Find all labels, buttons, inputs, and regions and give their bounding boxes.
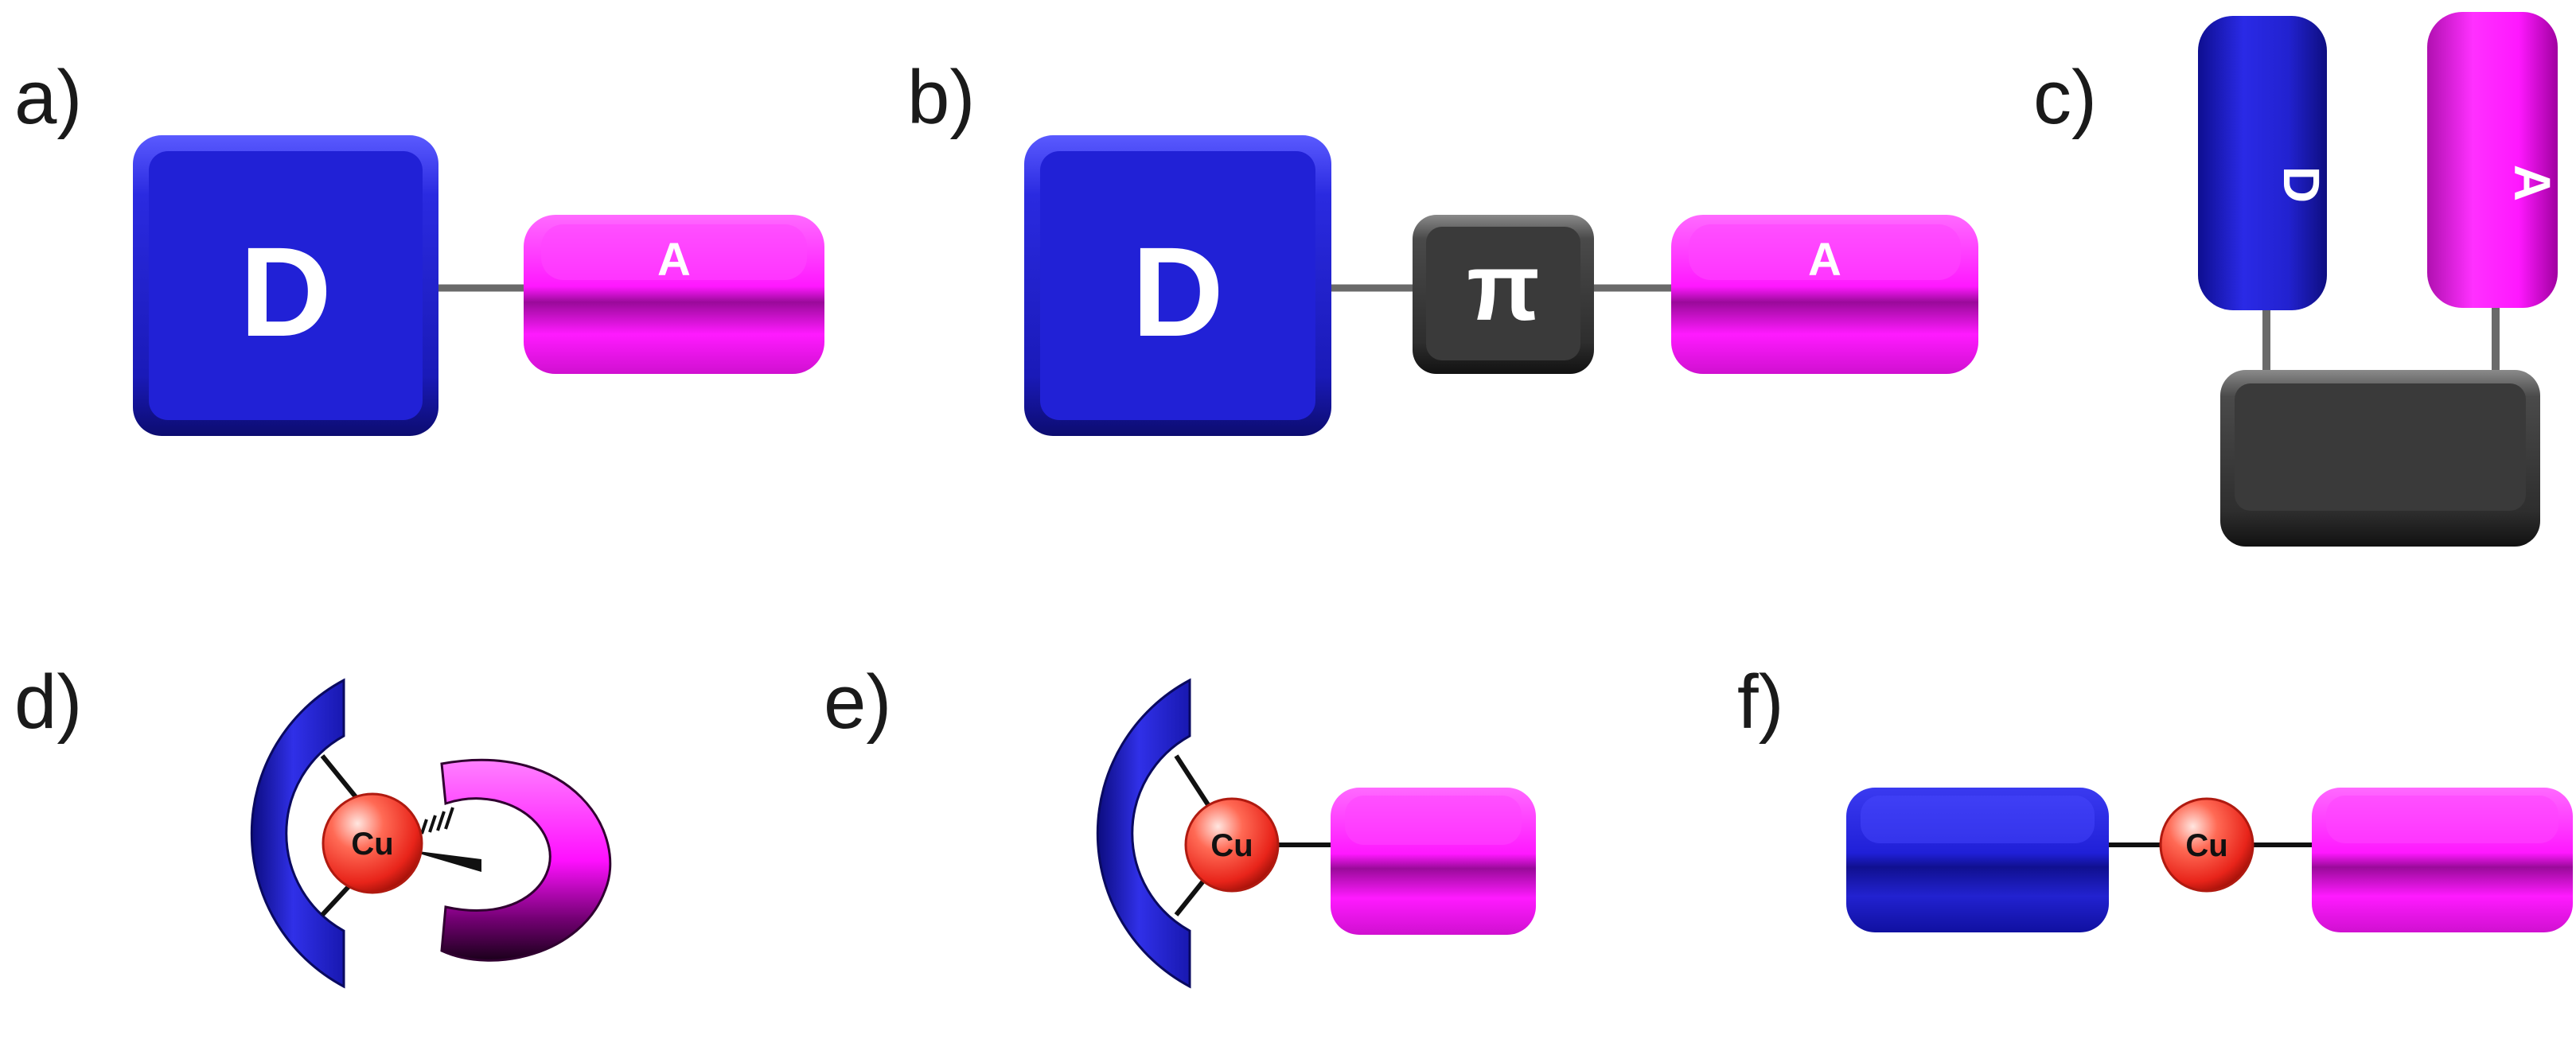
panel-a-acceptor-letter: A <box>657 234 691 286</box>
panel-d-donor-arc <box>250 678 345 989</box>
panel-c-donor-letter: D <box>2273 166 2330 203</box>
panel-b-acceptor-block: A <box>1671 215 1978 374</box>
panel-a-label: a) <box>14 55 82 140</box>
panel-f-acceptor-block <box>2312 788 2573 932</box>
panel-a-donor-block: D <box>133 135 438 436</box>
panel-f: f) Cu <box>1737 660 2573 932</box>
panel-d-metal-center: Cu <box>322 792 423 894</box>
panel-b: b) D π A <box>907 55 1978 436</box>
panel-f-donor-block <box>1846 788 2109 932</box>
panel-b-label: b) <box>907 55 975 140</box>
panel-c-scaffold-block <box>2220 370 2540 547</box>
panel-d-wedge-bond <box>406 850 481 872</box>
panel-b-acceptor-letter: A <box>1808 234 1841 286</box>
panel-a-donor-letter: D <box>240 220 332 363</box>
panel-d: d) Cu <box>14 660 612 989</box>
panel-b-donor-block: D <box>1024 135 1331 436</box>
panel-a-acceptor-block: A <box>524 215 824 374</box>
panel-e-metal-label: Cu <box>1210 828 1253 863</box>
panel-e-label: e) <box>824 660 891 745</box>
panel-b-bridge-block: π <box>1413 215 1594 374</box>
panel-e: e) Cu <box>824 660 1536 989</box>
panel-e-acceptor-block <box>1331 788 1536 935</box>
panel-c-donor-block: D <box>2198 16 2330 310</box>
panel-f-metal-center: Cu <box>2159 797 2254 893</box>
panel-d-metal-label: Cu <box>351 827 393 862</box>
panel-e-donor-arc <box>1096 678 1191 989</box>
panel-b-bridge-letter: π <box>1467 234 1540 340</box>
panel-c-acceptor-letter: A <box>2504 165 2561 201</box>
panel-f-metal-label: Cu <box>2185 828 2227 863</box>
panel-a: a) D A <box>14 55 824 436</box>
panel-b-donor-letter: D <box>1132 220 1224 363</box>
panel-d-acceptor-ring <box>440 758 612 962</box>
panel-c-label: c) <box>2033 55 2097 140</box>
panel-e-metal-center: Cu <box>1184 797 1280 893</box>
panel-c: c) D A <box>2033 12 2561 547</box>
panel-f-label: f) <box>1737 660 1784 745</box>
panel-d-label: d) <box>14 660 82 745</box>
panel-c-acceptor-block: A <box>2427 12 2561 308</box>
